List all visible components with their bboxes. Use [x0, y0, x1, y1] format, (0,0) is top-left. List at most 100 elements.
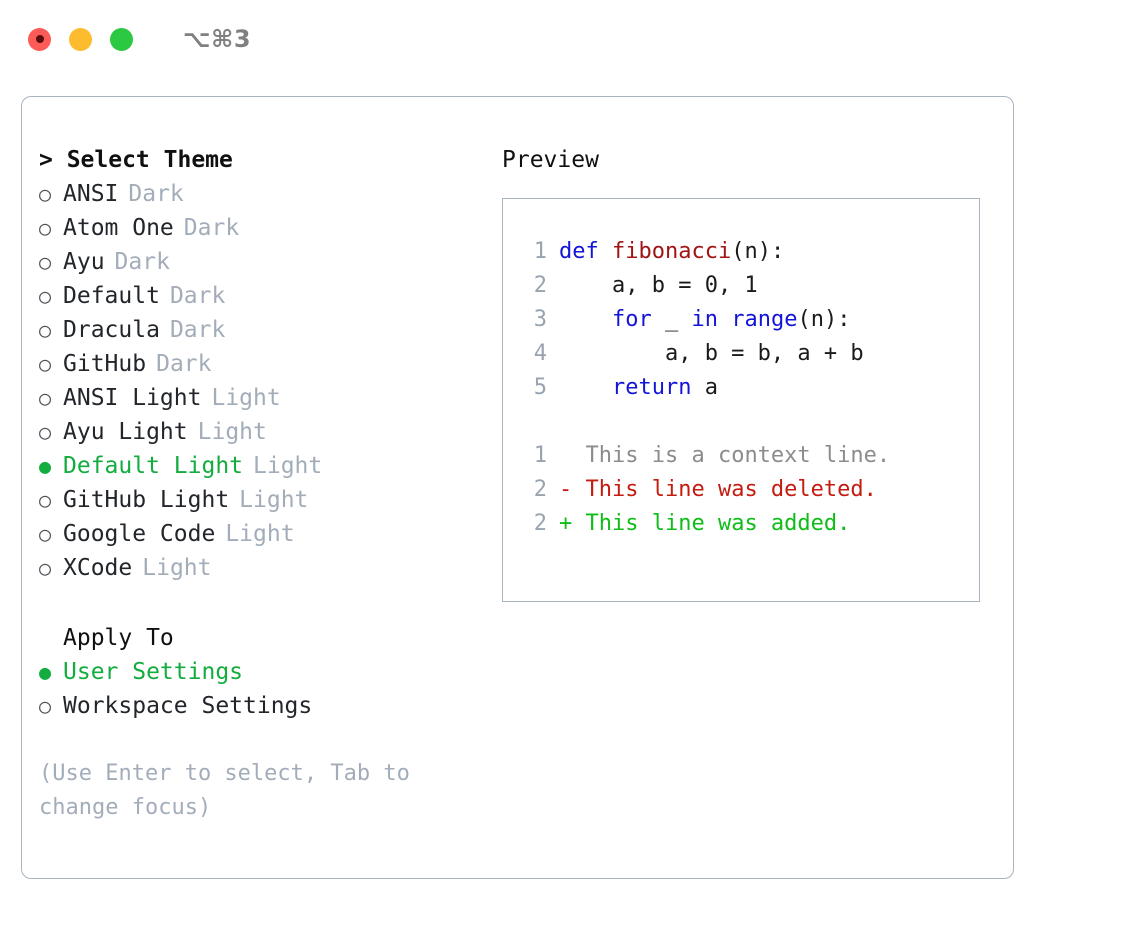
theme-variant-badge: Dark	[183, 215, 240, 241]
title-bar: ⌥⌘3	[0, 0, 1140, 78]
code-token-plain: (n):	[731, 239, 785, 264]
keyboard-hint-text: (Use Enter to select, Tab to change focu…	[39, 761, 424, 820]
code-token-kw: return	[611, 375, 692, 400]
theme-variant-badge: Light	[211, 385, 281, 411]
code-diff-spacer	[521, 405, 979, 439]
diff-line-content-context: This is a context line.	[559, 439, 891, 473]
code-token-plain	[559, 375, 612, 400]
apply-to-option[interactable]: ● User Settings	[39, 655, 487, 689]
radio-unselected-icon: ○	[39, 318, 52, 342]
code-line: 4 a, b = b, a + b	[521, 337, 979, 371]
code-line-number: 5	[533, 375, 547, 400]
theme-name-label: ANSI	[63, 181, 119, 207]
theme-variant-badge: Light	[239, 487, 309, 513]
code-token-plain: a, b = 0, 1	[559, 273, 758, 298]
theme-list-item[interactable]: ○ Dracula Dark	[39, 313, 487, 347]
diff-line-number: 2	[533, 477, 547, 502]
code-token-plain: _	[651, 307, 692, 332]
apply-to-heading: Apply To	[63, 625, 174, 651]
code-token-plain: a	[691, 375, 718, 400]
apply-to-option-label: Workspace Settings	[63, 693, 313, 719]
diff-line-number: 1	[533, 443, 547, 468]
theme-list-item[interactable]: ○ ANSI Dark	[39, 177, 487, 211]
theme-name-label: Ayu	[63, 249, 105, 275]
zoom-button[interactable]	[110, 27, 133, 51]
theme-name-label: Ayu Light	[63, 419, 188, 445]
apply-to-option-label: User Settings	[63, 659, 244, 685]
diff-marker: +	[559, 511, 586, 536]
code-token-kw: for	[611, 307, 652, 332]
theme-name-label: Google Code	[63, 521, 216, 547]
theme-list-item[interactable]: ○ Default Dark	[39, 279, 487, 313]
theme-name-label: GitHub Light	[63, 487, 230, 513]
radio-unselected-icon: ○	[39, 250, 52, 274]
theme-variant-badge: Light	[253, 453, 323, 479]
diff-sample: 1 This is a context line.2- This line wa…	[521, 439, 979, 541]
radio-unselected-icon: ○	[39, 694, 52, 718]
theme-name-label: Default Light	[63, 453, 244, 479]
radio-unselected-icon: ○	[39, 420, 52, 444]
theme-variant-badge: Dark	[169, 317, 226, 343]
code-line-number: 2	[533, 273, 547, 298]
theme-list-item[interactable]: ● Default Light Light	[39, 449, 487, 483]
radio-unselected-icon: ○	[39, 284, 52, 308]
diff-line-content-add: + This line was added.	[559, 507, 850, 541]
code-line: 3 for _ in range(n):	[521, 303, 979, 337]
code-line-content: for _ in range(n):	[559, 303, 850, 337]
code-token-kw: def	[559, 239, 612, 264]
code-token-fn: fibonacci	[611, 239, 732, 264]
diff-line: 1 This is a context line.	[521, 439, 979, 473]
section-divider-spacer	[39, 585, 487, 621]
theme-variant-badge: Dark	[169, 283, 226, 309]
radio-selected-icon: ●	[39, 454, 52, 478]
code-line-number: 4	[533, 341, 547, 366]
theme-name-label: GitHub	[63, 351, 147, 377]
code-line: 5 return a	[521, 371, 979, 405]
code-token-kw: range	[731, 307, 798, 332]
code-line: 2 a, b = 0, 1	[521, 269, 979, 303]
diff-line: 2 + This line was added.	[521, 507, 979, 541]
code-token-plain	[559, 307, 612, 332]
diff-line-content-del: - This line was deleted.	[559, 473, 877, 507]
radio-unselected-icon: ○	[39, 182, 52, 206]
diff-line-number: 2	[533, 511, 547, 536]
radio-unselected-icon: ○	[39, 488, 52, 512]
diff-text: This line was added.	[585, 511, 851, 536]
radio-unselected-icon: ○	[39, 352, 52, 376]
traffic-light-group	[28, 27, 133, 51]
theme-list-item[interactable]: ○ Atom One Dark	[39, 211, 487, 245]
code-line-content: def fibonacci(n):	[559, 235, 784, 269]
apply-to-option[interactable]: ○ Workspace Settings	[39, 689, 487, 723]
code-token-plain: (n):	[797, 307, 851, 332]
radio-unselected-icon: ○	[39, 522, 52, 546]
radio-unselected-icon: ○	[39, 216, 52, 240]
radio-unselected-icon: ○	[39, 556, 52, 580]
theme-name-label: Atom One	[63, 215, 174, 241]
radio-selected-icon: ●	[39, 660, 52, 684]
theme-variant-badge: Dark	[128, 181, 184, 207]
code-token-kw: in	[691, 307, 718, 332]
diff-line: 2 - This line was deleted.	[521, 473, 979, 507]
code-token-plain	[718, 307, 731, 332]
close-button[interactable]	[28, 27, 51, 51]
diff-marker: -	[559, 477, 586, 502]
theme-name-label: ANSI Light	[63, 385, 202, 411]
theme-name-label: Dracula	[63, 317, 160, 343]
page-title: > Select Theme	[39, 147, 233, 173]
minimize-button[interactable]	[69, 27, 92, 51]
close-active-dot-icon	[35, 35, 44, 43]
code-line-content: return a	[559, 371, 718, 405]
theme-name-label: Default	[63, 283, 160, 309]
code-token-plain: a, b = b, a + b	[559, 341, 864, 366]
diff-text: This is a context line.	[585, 443, 891, 468]
radio-unselected-icon: ○	[39, 386, 52, 410]
theme-list-item[interactable]: ○ ANSI Light Light	[39, 381, 487, 415]
theme-list-item[interactable]: ○ GitHub Light Light	[39, 483, 487, 517]
